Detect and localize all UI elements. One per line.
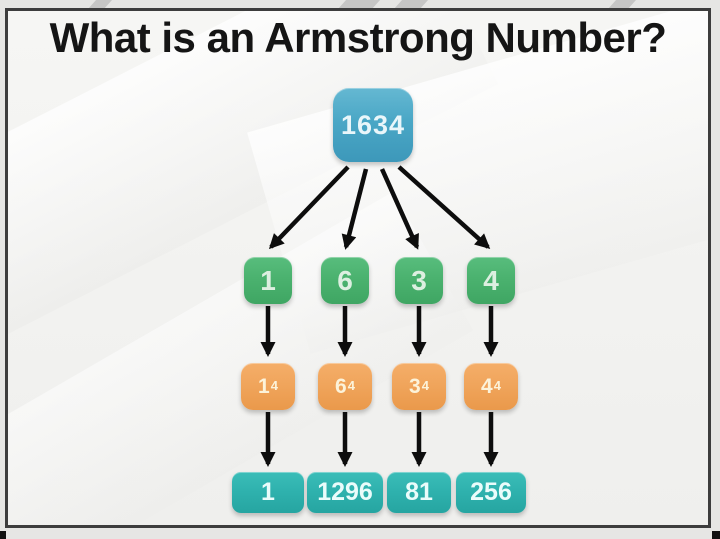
power-exponent: 4 (493, 378, 501, 393)
power-exponent: 4 (347, 378, 355, 393)
power-base: 4 (481, 374, 493, 398)
root-number-node: 1634 (333, 88, 413, 162)
power-base: 3 (409, 374, 421, 398)
power-base: 1 (258, 374, 270, 398)
digit-node-6: 6 (321, 257, 369, 304)
bottom-right-mark (712, 531, 720, 539)
bottom-left-mark (0, 531, 6, 539)
power-exponent: 4 (421, 378, 429, 393)
power-exponent: 4 (270, 378, 278, 393)
result-node-81: 81 (387, 472, 451, 513)
result-node-1296: 1296 (307, 472, 383, 513)
page-title: What is an Armstrong Number? (49, 14, 667, 61)
digit-node-1: 1 (244, 257, 292, 304)
digit-node-3: 3 (395, 257, 443, 304)
digit-node-4: 4 (467, 257, 515, 304)
result-node-256: 256 (456, 472, 526, 513)
power-base: 6 (335, 374, 347, 398)
result-node-1: 1 (232, 472, 304, 513)
